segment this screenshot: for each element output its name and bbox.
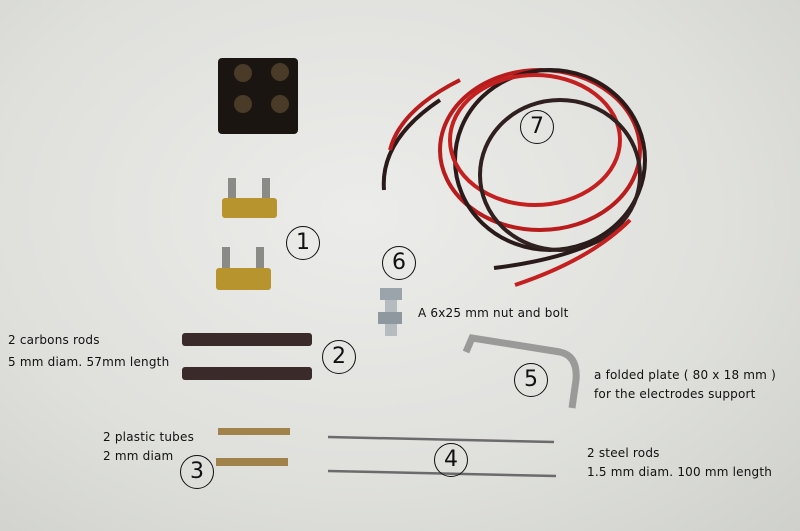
plate-purpose: for the electrodes support — [594, 387, 756, 401]
steel-rods-label: 2 steel rods — [587, 446, 660, 460]
folded-plate — [462, 334, 580, 409]
marker-3: 3 — [180, 455, 214, 489]
steel-rods-spec: 1.5 mm diam. 100 mm length — [587, 465, 773, 479]
brass-connectors — [216, 178, 277, 290]
plastic-tubes-label: 2 plastic tubes — [103, 430, 195, 444]
marker-1: 1 — [286, 226, 320, 260]
marker-5: 5 — [514, 363, 548, 397]
plate-label: a folded plate ( 80 x 18 mm ) — [594, 368, 776, 382]
red-black-wires — [381, 68, 647, 287]
nut-bolt-label: A 6x25 mm nut and bolt — [418, 306, 569, 320]
marker-2: 2 — [322, 340, 356, 374]
terminal-block — [218, 58, 298, 134]
marker-7: 7 — [520, 110, 554, 144]
carbon-rods-spec: 5 mm diam. 57mm length — [8, 355, 170, 369]
marker-6: 6 — [382, 246, 416, 280]
carbon-rods — [182, 333, 312, 380]
carbon-rods-label: 2 carbons rods — [8, 333, 100, 347]
plastic-tubes — [216, 428, 290, 466]
plastic-tubes-spec: 2 mm diam — [103, 449, 174, 463]
nut-and-bolt — [378, 288, 402, 336]
marker-4: 4 — [434, 443, 468, 477]
